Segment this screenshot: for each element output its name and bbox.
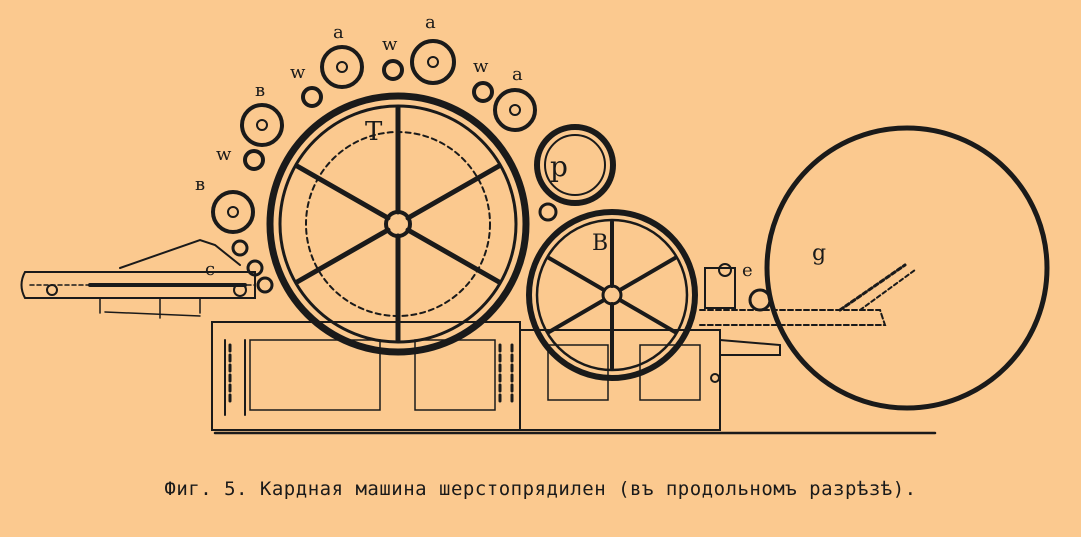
worker-rollers: [211, 39, 558, 294]
machine-frame: [211, 321, 781, 431]
label-v-1: в: [255, 80, 265, 101]
coiler-can-g: [764, 125, 1050, 411]
label-w-4: w: [216, 144, 232, 165]
label-b: B: [592, 231, 608, 256]
doffer-roller-p: [534, 124, 616, 206]
label-p: p: [550, 150, 568, 183]
feed-table: [20, 238, 256, 319]
label-a-2: a: [425, 12, 436, 33]
wheel-b: [526, 209, 698, 381]
label-w-2: w: [382, 34, 398, 55]
diagram-labels: T B p g c e a a a в в w w w w: [195, 12, 826, 281]
delivery-rollers-e: [699, 263, 916, 326]
figure-caption: Фиг. 5. Кардная машина шерстопрядилен (в…: [164, 478, 917, 500]
label-a-3: a: [512, 64, 523, 85]
label-w-3: w: [473, 56, 489, 77]
label-g: g: [812, 241, 826, 266]
main-drum-t: [266, 92, 530, 356]
label-t: T: [365, 117, 383, 147]
label-a-1: a: [333, 22, 344, 43]
label-e: e: [742, 260, 753, 281]
label-w-1: w: [290, 62, 306, 83]
label-c: c: [205, 259, 215, 280]
label-v-2: в: [195, 174, 205, 195]
